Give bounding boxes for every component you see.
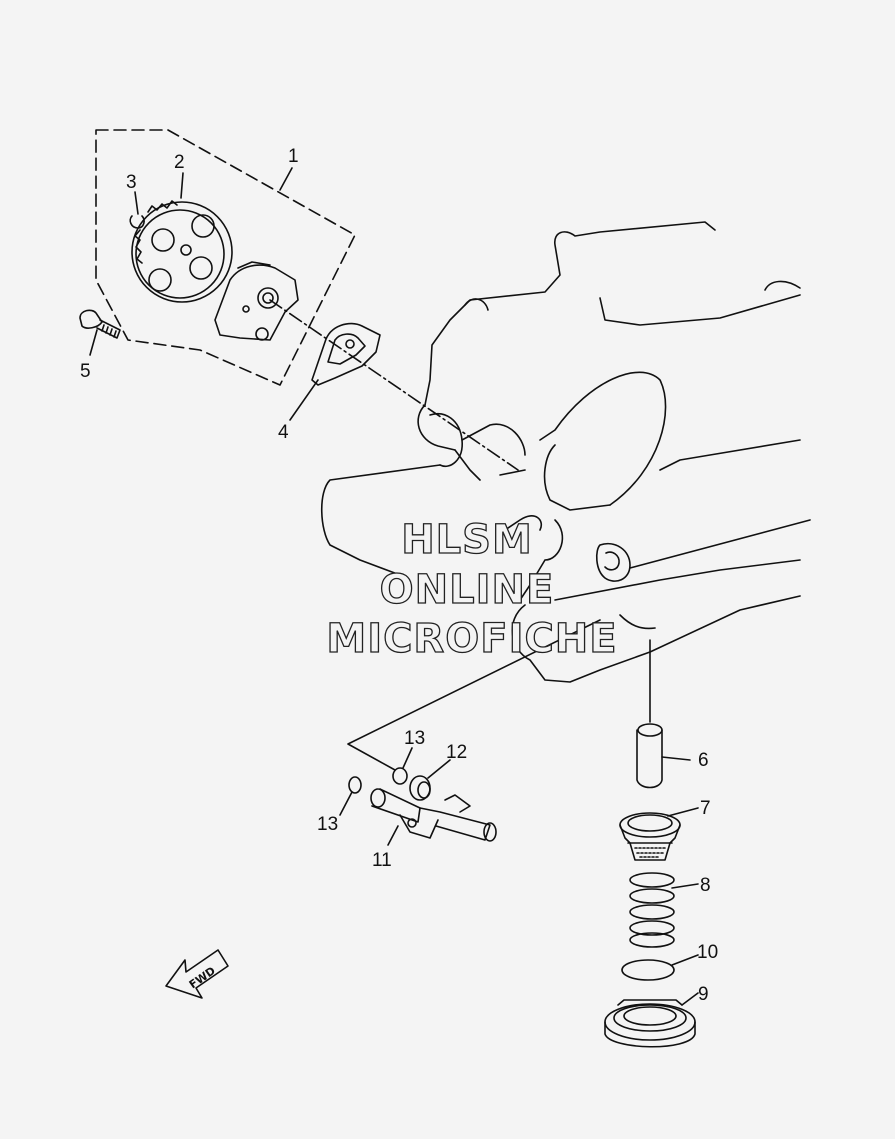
- leader-5: [89, 329, 98, 356]
- watermark-line2: ONLINE: [380, 567, 555, 613]
- leader-10: [671, 954, 699, 966]
- engine-case: [320, 221, 811, 683]
- callout-13a: 13: [404, 728, 425, 749]
- callout-13b: 13: [317, 814, 338, 835]
- leader-9: [681, 992, 699, 1006]
- leader-8: [671, 883, 699, 889]
- o-ring-12: [409, 775, 431, 801]
- callout-11: 11: [372, 850, 392, 871]
- callout-4: 4: [278, 422, 289, 443]
- bolt: [79, 309, 121, 339]
- leader-3: [134, 191, 139, 215]
- dowel-pin: [636, 639, 663, 789]
- callout-6: 6: [698, 750, 709, 771]
- fwd-arrow: [165, 949, 229, 999]
- ring-13-b: [348, 776, 362, 794]
- leader-11: [387, 825, 399, 846]
- leader-2: [180, 172, 184, 199]
- leader-1: [279, 167, 293, 191]
- pump-gear: [131, 200, 233, 303]
- callout-5: 5: [80, 361, 91, 382]
- pump-center-line: [269, 299, 519, 471]
- leader-7: [667, 807, 699, 817]
- leader-12: [427, 759, 451, 779]
- leader-13a: [402, 747, 413, 769]
- leader-6: [661, 756, 691, 761]
- spring: [629, 872, 675, 948]
- callout-2: 2: [174, 152, 185, 173]
- ring-13-a: [392, 767, 408, 785]
- callout-1: 1: [288, 146, 299, 167]
- callout-10: 10: [697, 942, 718, 963]
- callout-9: 9: [698, 984, 709, 1005]
- pipe-leader-line: [347, 619, 601, 771]
- watermark: HLSM ONLINE MICROFICHE: [326, 516, 618, 662]
- leader-13b: [339, 791, 353, 816]
- pump-gasket: [311, 322, 381, 386]
- oil-pipe: [370, 788, 497, 842]
- leader-4: [289, 379, 319, 421]
- callout-8: 8: [700, 875, 711, 896]
- oil-strainer: [619, 812, 681, 861]
- o-ring-10: [621, 959, 675, 981]
- callout-12: 12: [446, 742, 467, 763]
- callout-7: 7: [700, 798, 711, 819]
- pump-body: [214, 261, 299, 341]
- watermark-line1: HLSM: [401, 517, 533, 563]
- retaining-clip: [129, 215, 145, 229]
- drain-plug: [604, 999, 696, 1048]
- watermark-line3: MICROFICHE: [326, 616, 617, 662]
- callout-3: 3: [126, 172, 137, 193]
- callout-labels: 1 2 3 4 5 6 7 8 9 10 11 12 13 13 FWD: [80, 146, 718, 1005]
- assembly-outline: [95, 129, 356, 386]
